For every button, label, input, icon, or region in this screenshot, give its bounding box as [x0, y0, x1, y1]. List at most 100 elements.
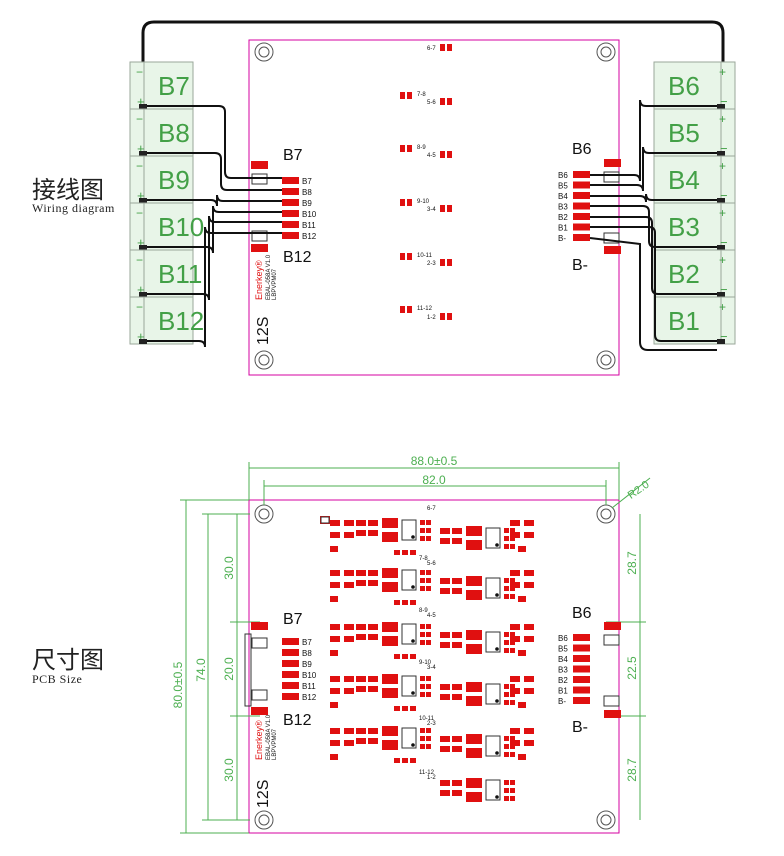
comp-pad: [466, 540, 482, 550]
battery-plus-sign: +: [137, 282, 145, 297]
battery-plus-sign: +: [137, 329, 145, 344]
pair-label: 1-2: [427, 315, 436, 321]
comp-pad: [504, 692, 509, 697]
comp-pad: [510, 594, 515, 599]
pair-pad: [440, 98, 445, 105]
battery-minus-sign: −: [136, 206, 143, 220]
comp-pad: [504, 594, 509, 599]
pcb-left-bracket: [244, 633, 252, 707]
comp-pad: [344, 728, 354, 734]
comp-pad: [410, 654, 416, 659]
comp-pad: [426, 728, 431, 733]
comp-pad: [440, 746, 450, 752]
comp-pad: [330, 676, 340, 682]
pcb-left-pin-label: B7: [302, 638, 312, 647]
comp-pad: [402, 654, 408, 659]
comp-pad: [368, 634, 378, 640]
comp-pad: [426, 692, 431, 697]
pair-pad: [407, 199, 412, 206]
pcb-right-pin-pad: [573, 686, 590, 694]
mount-hole-bottom-right: [596, 350, 616, 370]
comp-pad: [440, 780, 450, 786]
comp-pad: [524, 728, 534, 734]
battery-plus-sign: +: [137, 188, 145, 203]
battery-terminal: [717, 245, 725, 250]
dim-width-outer: 88.0±0.5: [411, 454, 458, 468]
comp-pad: [452, 694, 462, 700]
battery-minus-sign: −: [136, 112, 143, 126]
pcb-right-pin-label: B1: [558, 687, 568, 696]
right-header-bottom-pad: [604, 246, 621, 254]
right-pin-pad: [573, 202, 590, 210]
dim-left-segment: 30.0: [222, 556, 236, 580]
comp-pad: [330, 702, 338, 708]
left-pin-pad: [282, 188, 299, 195]
right-pin-pad: [573, 234, 590, 241]
comp-pad: [466, 682, 482, 692]
right-pin-pad: [573, 192, 590, 199]
comp-pad: [510, 780, 515, 785]
battery-label: B12: [158, 306, 204, 336]
comp-pad: [510, 692, 515, 697]
comp-pad: [420, 676, 425, 681]
battery-terminal: [717, 198, 725, 203]
pcb-pair-label: 10-11: [419, 716, 435, 722]
comp-pad: [382, 582, 398, 592]
comp-pad: [420, 728, 425, 733]
pair-label: 11-12: [417, 306, 433, 312]
battery-terminal: [139, 292, 147, 297]
comp-pad: [420, 536, 425, 541]
comp-pad: [504, 796, 509, 801]
board-model-code: LBPVPM07: [272, 268, 278, 300]
comp-pad: [344, 688, 354, 694]
pcb-left-pin-pad: [282, 671, 299, 678]
comp-pad: [518, 702, 526, 708]
comp-pad: [510, 676, 520, 682]
pcb-right-header-top-pad: [604, 622, 621, 630]
battery-plus-sign: +: [719, 300, 726, 314]
right-header-top-label: B6: [572, 141, 592, 158]
right-connector-slot: [603, 171, 620, 183]
comp-pad: [344, 520, 354, 526]
comp-pad: [402, 706, 408, 711]
pcb-size-subtitle: PCB Size: [32, 672, 83, 686]
comp-pad: [466, 734, 482, 744]
comp-pad: [420, 736, 425, 741]
comp-pad: [452, 736, 462, 742]
comp-pad: [504, 780, 509, 785]
pcb-right-pin-label: B6: [558, 634, 568, 643]
ic-pin1-dot: [495, 699, 499, 703]
pair-pad: [400, 253, 405, 260]
comp-pad: [524, 688, 534, 694]
comp-pad: [524, 740, 534, 746]
comp-pad: [440, 790, 450, 796]
battery-cell-B12: [129, 296, 194, 345]
pair-pad: [440, 259, 445, 266]
battery-minus-sign: −: [720, 329, 728, 344]
pcb-pair-label: 3-4: [427, 665, 436, 671]
battery-terminal: [717, 104, 725, 109]
pcb-right-pin-label: B3: [558, 666, 568, 675]
dim-left-segment: 30.0: [222, 758, 236, 782]
pair-label: 7-8: [417, 92, 426, 98]
pair-pad: [400, 145, 405, 152]
wiring-board-outline: [248, 39, 620, 376]
comp-pad: [330, 532, 340, 538]
comp-pad: [426, 676, 431, 681]
right-header-bottom-label: B-: [572, 257, 588, 274]
right-wire-B1: [590, 226, 717, 342]
comp-pad: [440, 736, 450, 742]
ic-outline: [485, 577, 501, 599]
comp-pad: [356, 580, 366, 586]
comp-pad: [420, 520, 425, 525]
ic-pin1-dot: [411, 639, 415, 643]
pcb-hole-top-right-inner: [600, 508, 612, 520]
comp-pad: [510, 582, 520, 588]
pcb-size-title: 尺寸图: [32, 646, 104, 674]
dim-height-inner: 74.0: [194, 658, 208, 682]
ic-outline: [485, 735, 501, 757]
mount-hole-bottom-left-inner: [258, 354, 270, 366]
comp-pad: [330, 650, 338, 656]
pcb-right-pin-label: B2: [558, 676, 568, 685]
